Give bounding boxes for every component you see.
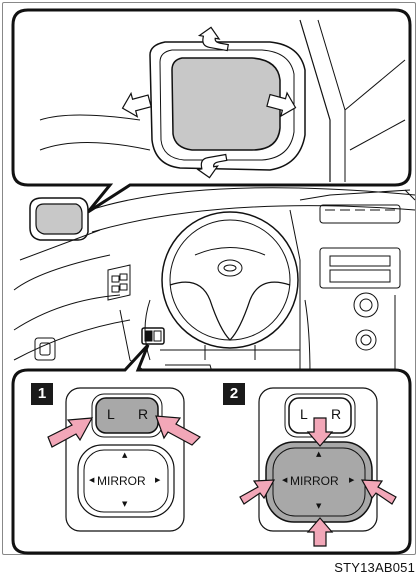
left-mirror-label-2: L (300, 406, 308, 422)
dashboard-illustration (14, 188, 415, 380)
figure-code: STY13AB051 (334, 560, 415, 575)
right-mirror-label: R (138, 406, 148, 422)
switch-callout (13, 345, 410, 553)
mirror-glass (172, 58, 280, 150)
lr-selector-pressed (96, 398, 158, 433)
down-triangle-icon-2: ▼ (316, 503, 321, 510)
up-triangle-icon-2: ▲ (316, 451, 321, 458)
left-mirror-label: L (107, 406, 115, 422)
step-2-badge: 2 (223, 383, 245, 405)
mirror-switch-label: MIRROR (97, 474, 146, 488)
left-triangle-icon-2: ◀ (282, 477, 287, 484)
left-triangle-icon: ◀ (89, 477, 94, 484)
mirror-switch-label-2: MIRROR (290, 474, 339, 488)
right-triangle-icon: ▶ (155, 477, 160, 484)
down-triangle-icon: ▼ (122, 501, 127, 508)
up-triangle-icon: ▲ (122, 452, 127, 459)
mirror-zoom-callout (13, 10, 410, 212)
right-mirror-label-2: R (331, 406, 341, 422)
step-1-badge: 1 (31, 383, 53, 405)
right-triangle-icon-2: ▶ (349, 477, 354, 484)
